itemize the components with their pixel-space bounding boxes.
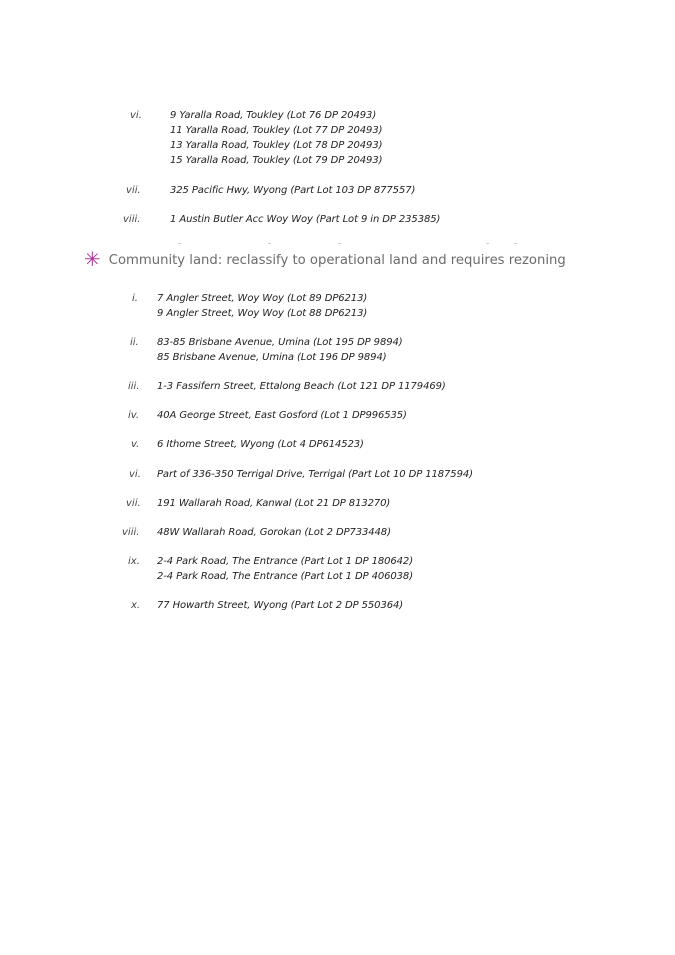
address-line: 11 Yaralla Road, Toukley (Lot 77 DP 2049… — [170, 125, 383, 136]
address-line: 40A George Street, East Gosford (Lot 1 D… — [157, 410, 407, 421]
scan-speck — [514, 243, 517, 244]
list-item-lines: 1-3 Fassifern Street, Ettalong Beach (Lo… — [157, 379, 446, 394]
address-line: 85 Brisbane Avenue, Umina (Lot 196 DP 98… — [157, 352, 387, 363]
list-numeral: vii. — [126, 185, 141, 196]
list-item-lines: 77 Howarth Street, Wyong (Part Lot 2 DP … — [157, 598, 403, 613]
list-numeral: ix. — [128, 556, 140, 567]
list-numeral: ii. — [130, 337, 139, 348]
list-item-lines: 2-4 Park Road, The Entrance (Part Lot 1 … — [157, 554, 413, 584]
address-line: Part of 336-350 Terrigal Drive, Terrigal… — [157, 469, 473, 480]
list-item-lines: 40A George Street, East Gosford (Lot 1 D… — [157, 408, 407, 423]
list-numeral: iv. — [128, 410, 140, 421]
list-numeral: vi. — [130, 110, 142, 121]
list-numeral: iii. — [128, 381, 140, 392]
list-item-lines: 325 Pacific Hwy, Wyong (Part Lot 103 DP … — [170, 183, 415, 198]
section-heading-text: Community land: reclassify to operationa… — [108, 252, 566, 268]
address-line: 1-3 Fassifern Street, Ettalong Beach (Lo… — [157, 381, 446, 392]
address-line: 1 Austin Butler Acc Woy Woy (Part Lot 9 … — [170, 214, 441, 225]
address-line: 2-4 Park Road, The Entrance (Part Lot 1 … — [157, 556, 413, 567]
list-item-lines: Part of 336-350 Terrigal Drive, Terrigal… — [157, 467, 473, 482]
scan-speck — [268, 243, 271, 244]
list-item-lines: 1 Austin Butler Acc Woy Woy (Part Lot 9 … — [170, 212, 440, 227]
section-heading: ✳ Community land: reclassify to operatio… — [84, 247, 566, 271]
scan-speck — [338, 243, 341, 244]
list-numeral: viii. — [123, 214, 141, 225]
list-item-lines: 83-85 Brisbane Avenue, Umina (Lot 195 DP… — [157, 335, 403, 365]
address-line: 15 Yaralla Road, Toukley (Lot 79 DP 2049… — [170, 155, 383, 166]
list-numeral: vii. — [126, 498, 141, 509]
address-line: 77 Howarth Street, Wyong (Part Lot 2 DP … — [157, 600, 404, 611]
address-line: 7 Angler Street, Woy Woy (Lot 89 DP6213) — [157, 293, 368, 304]
list-numeral: x. — [131, 600, 141, 611]
asterisk-icon: ✳ — [84, 247, 101, 271]
address-line: 83-85 Brisbane Avenue, Umina (Lot 195 DP… — [157, 337, 403, 348]
address-line: 325 Pacific Hwy, Wyong (Part Lot 103 DP … — [170, 185, 416, 196]
list-numeral: vi. — [129, 469, 141, 480]
list-item-lines: 191 Wallarah Road, Kanwal (Lot 21 DP 813… — [157, 496, 390, 511]
scan-speck — [486, 243, 489, 244]
scan-speck — [178, 243, 181, 244]
list-item-lines: 7 Angler Street, Woy Woy (Lot 89 DP6213)… — [157, 291, 367, 321]
address-line: 9 Angler Street, Woy Woy (Lot 88 DP6213) — [157, 308, 368, 319]
list-item-lines: 6 Ithome Street, Wyong (Lot 4 DP614523) — [157, 437, 364, 452]
list-numeral: viii. — [122, 527, 140, 538]
list-item-lines: 9 Yaralla Road, Toukley (Lot 76 DP 20493… — [170, 108, 382, 168]
address-line: 2-4 Park Road, The Entrance (Part Lot 1 … — [157, 571, 413, 582]
address-line: 191 Wallarah Road, Kanwal (Lot 21 DP 813… — [157, 498, 391, 509]
list-numeral: i. — [132, 293, 138, 304]
address-line: 6 Ithome Street, Wyong (Lot 4 DP614523) — [157, 439, 364, 450]
list-numeral: v. — [131, 439, 140, 450]
address-line: 13 Yaralla Road, Toukley (Lot 78 DP 2049… — [170, 140, 383, 151]
address-line: 48W Wallarah Road, Gorokan (Lot 2 DP7334… — [157, 527, 391, 538]
list-item-lines: 48W Wallarah Road, Gorokan (Lot 2 DP7334… — [157, 525, 391, 540]
address-line: 9 Yaralla Road, Toukley (Lot 76 DP 20493… — [170, 110, 377, 121]
